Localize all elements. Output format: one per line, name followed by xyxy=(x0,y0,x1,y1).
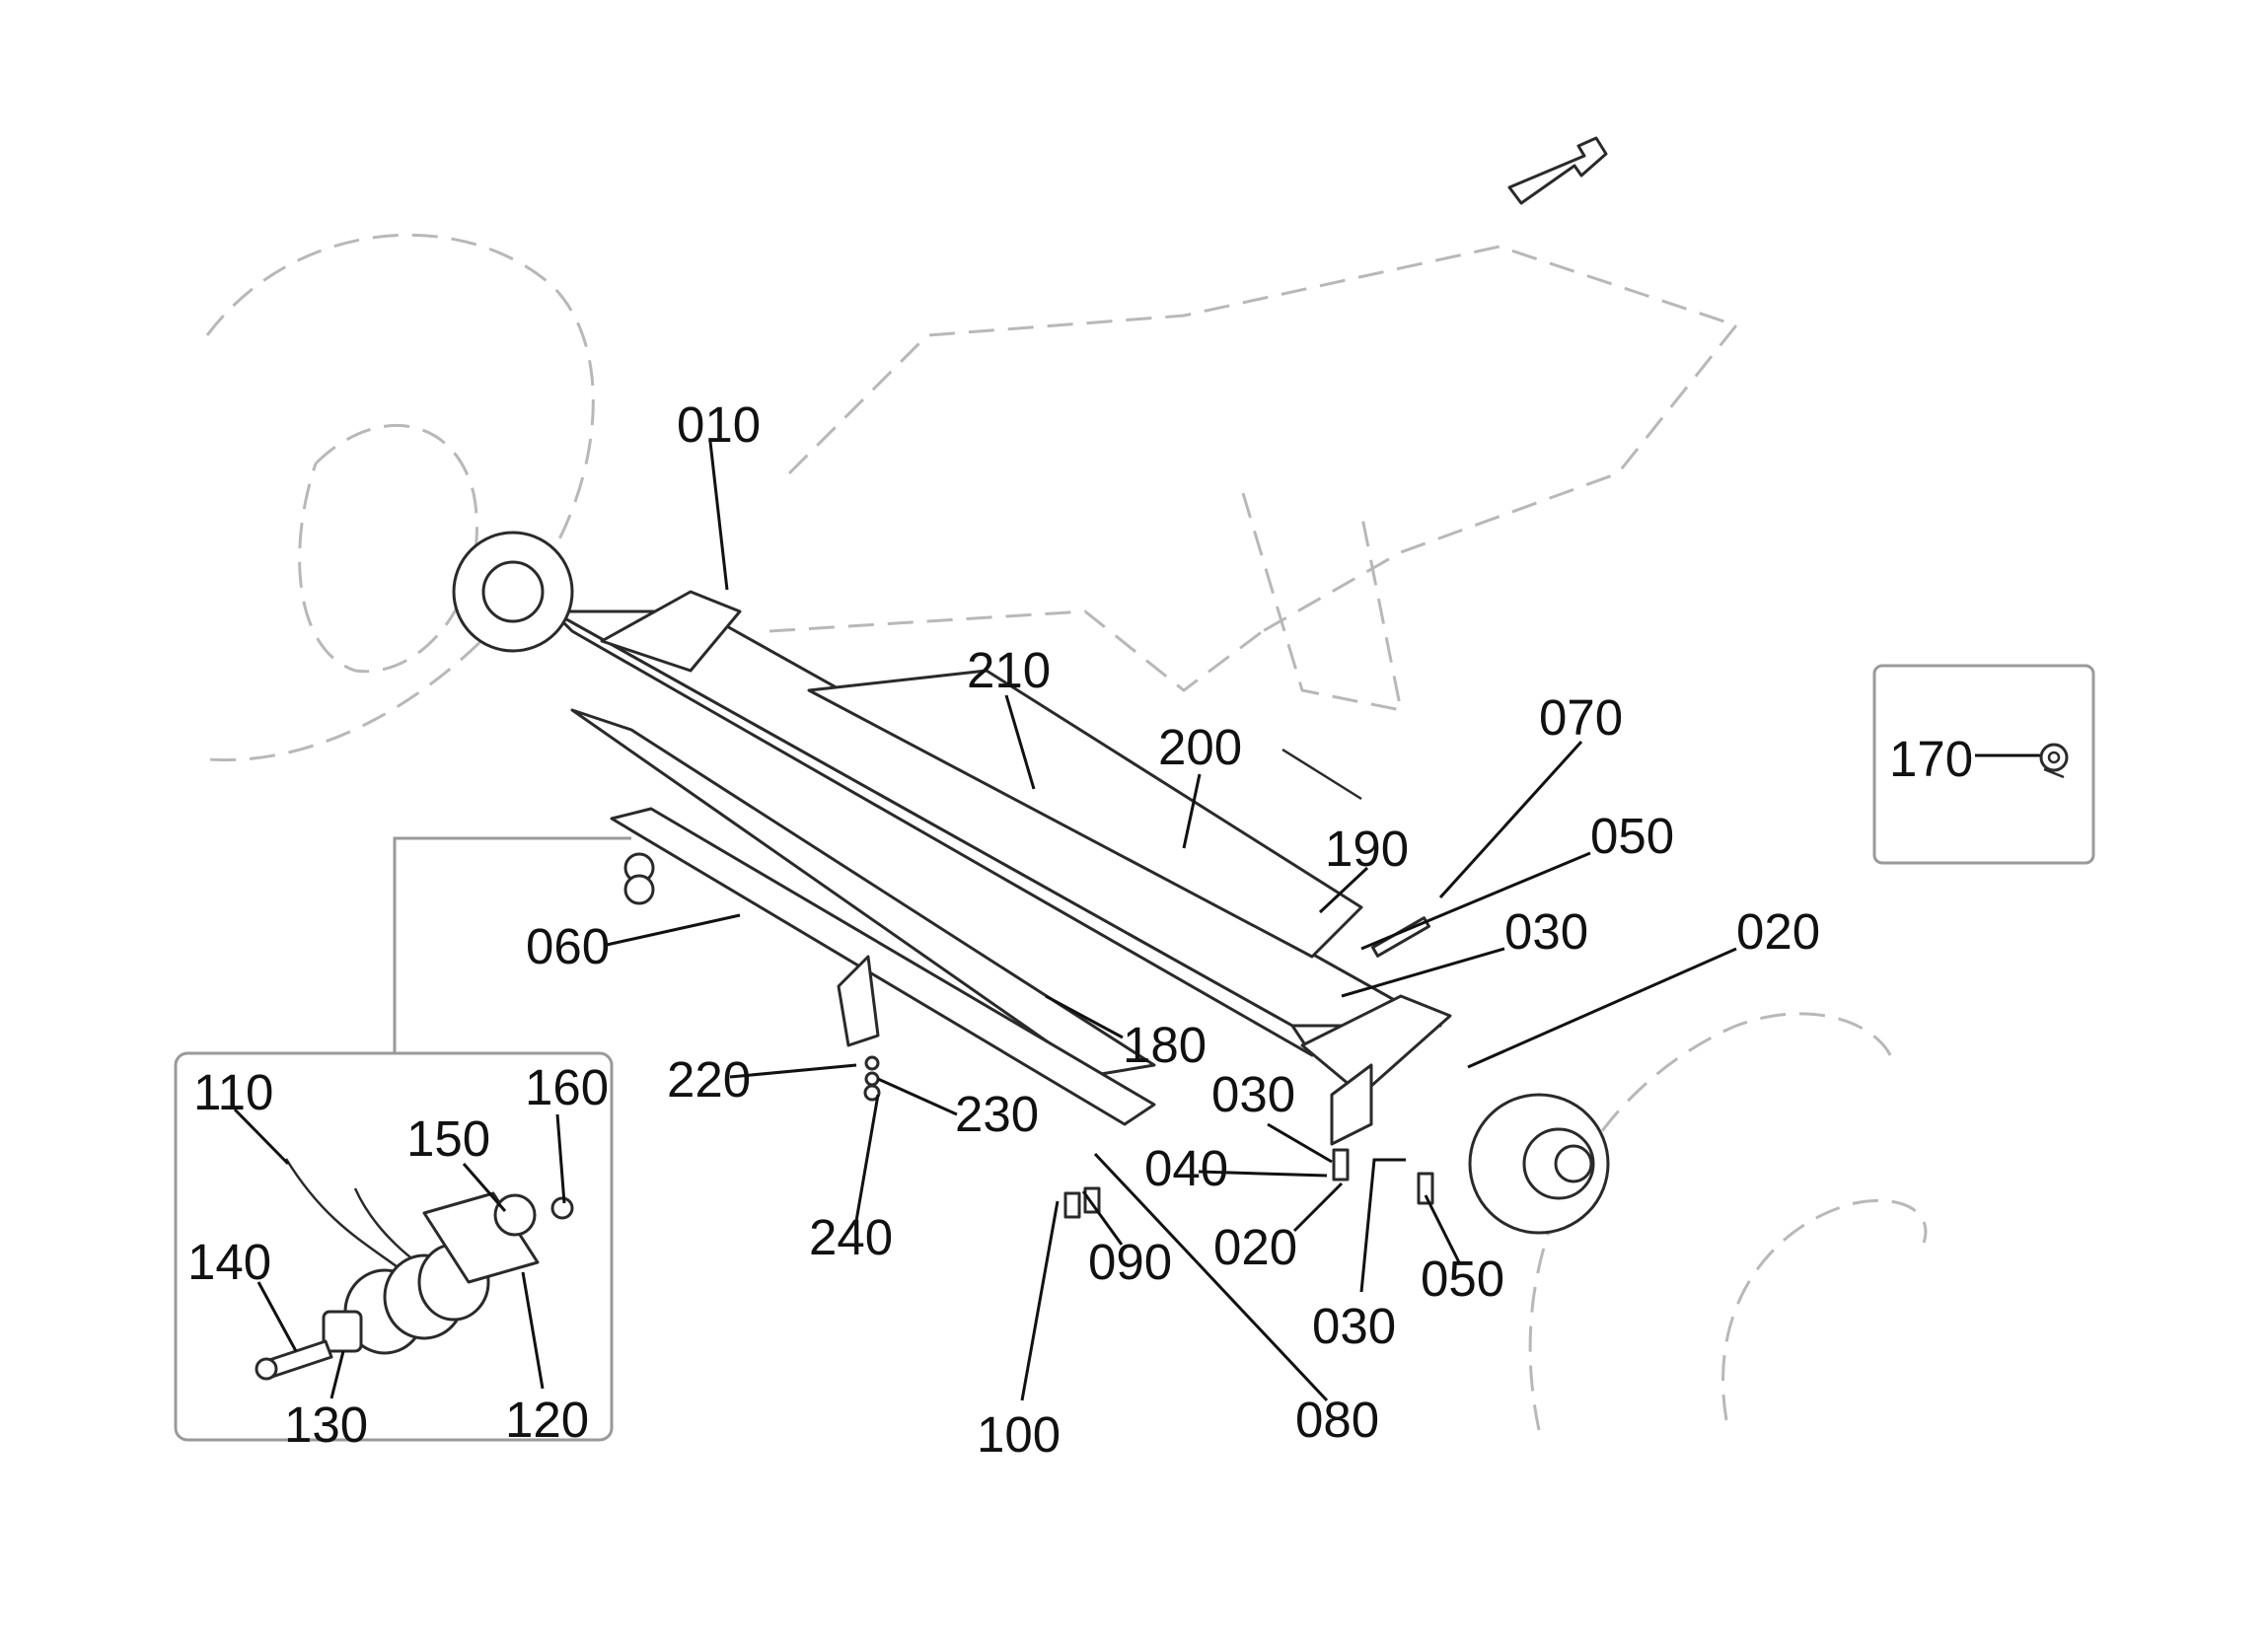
main-leader-lines xyxy=(606,441,1737,1402)
label-030: 030 xyxy=(1504,903,1588,960)
label-040: 040 xyxy=(1144,1140,1228,1196)
label-090: 090 xyxy=(1088,1234,1172,1290)
label-070: 070 xyxy=(1539,689,1623,746)
spring-assembly xyxy=(255,1158,574,1381)
label-100: 100 xyxy=(977,1406,1061,1463)
label-010: 010 xyxy=(677,396,761,453)
vehicle-ghost-outline xyxy=(205,233,1928,1431)
label-030-c: 030 xyxy=(1312,1298,1396,1354)
label-050-b: 050 xyxy=(1421,1251,1504,1307)
label-180: 180 xyxy=(1123,1017,1207,1073)
label-050: 050 xyxy=(1590,808,1674,864)
detail-connector-line xyxy=(393,836,631,1053)
axle-assembly xyxy=(452,531,1610,1235)
label-150: 150 xyxy=(406,1110,490,1167)
label-230: 230 xyxy=(955,1086,1039,1142)
label-220: 220 xyxy=(667,1051,751,1108)
label-020-b: 020 xyxy=(1213,1219,1297,1275)
label-060: 060 xyxy=(526,918,610,974)
label-120: 120 xyxy=(505,1392,589,1448)
direction-arrow-icon xyxy=(1507,136,1608,205)
label-130: 130 xyxy=(284,1396,368,1453)
label-210: 210 xyxy=(967,642,1051,698)
label-240: 240 xyxy=(809,1209,893,1265)
label-160: 160 xyxy=(525,1059,609,1115)
label-140: 140 xyxy=(187,1234,271,1290)
inset-box-part-170 xyxy=(1872,664,2095,865)
label-200: 200 xyxy=(1158,719,1242,775)
spring-detail-box xyxy=(174,1051,614,1442)
label-170: 170 xyxy=(1889,731,1973,787)
label-110: 110 xyxy=(193,1064,273,1120)
detail-callout-labels: 110 160 150 140 130 120 xyxy=(187,1059,609,1453)
label-020: 020 xyxy=(1736,903,1820,960)
label-080: 080 xyxy=(1295,1392,1379,1448)
label-030-b: 030 xyxy=(1211,1066,1295,1122)
main-callout-labels: 010 210 200 070 190 050 030 020 060 180 … xyxy=(526,396,1820,1463)
label-190: 190 xyxy=(1325,821,1409,877)
